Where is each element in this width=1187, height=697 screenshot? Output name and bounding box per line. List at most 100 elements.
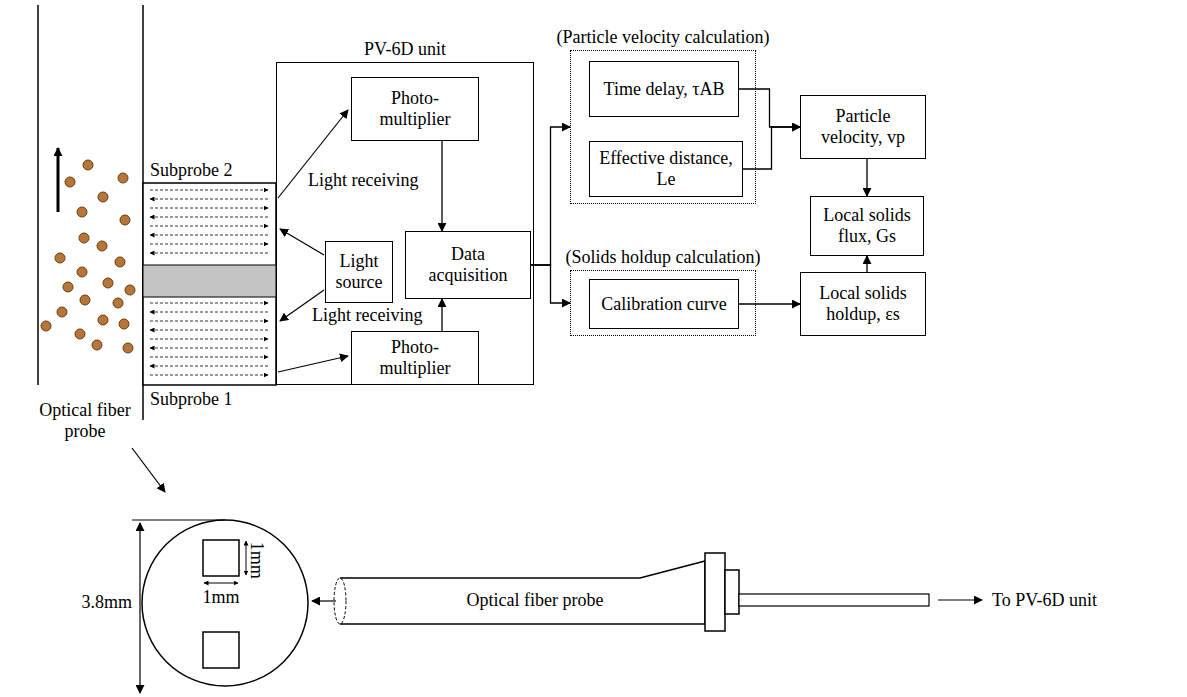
particle — [92, 340, 102, 350]
connector-arrow — [866, 256, 867, 272]
particle — [77, 207, 87, 217]
group-heading: (Solids holdup calculation) — [551, 247, 775, 268]
particle — [63, 282, 73, 292]
calculation-group: (Solids holdup calculation)Calibration c… — [570, 270, 756, 336]
light-beam — [150, 366, 268, 367]
node-text: Effective distance, Le — [594, 148, 738, 189]
process-box: Effective distance, Le — [589, 141, 743, 197]
connector-arrow — [531, 265, 570, 303]
particles — [41, 160, 135, 353]
particle — [77, 267, 87, 277]
dimension-line — [246, 541, 247, 575]
connector-arrow — [531, 127, 570, 265]
probe-cap — [725, 570, 739, 614]
particle — [80, 295, 90, 305]
light-beam — [150, 348, 268, 349]
particle — [75, 329, 85, 339]
group-heading: PV-6D unit — [257, 39, 553, 60]
probe-tip — [143, 183, 276, 385]
probe-body — [340, 561, 705, 624]
particle — [57, 307, 67, 317]
light-beam — [150, 321, 268, 322]
light-beam — [150, 312, 268, 313]
light-beams — [150, 190, 268, 375]
process-box: Photo- multiplier — [351, 77, 479, 141]
particle — [120, 215, 130, 225]
light-beam — [150, 303, 268, 304]
part-label: Subprobe 2 — [150, 160, 233, 181]
particle — [119, 319, 129, 329]
dimension-label: 3.8mm — [52, 592, 132, 613]
node-text: Data acquisition — [410, 244, 526, 285]
connector-arrow — [739, 303, 800, 304]
riser-wall — [37, 5, 39, 385]
connector-arrow — [441, 141, 442, 231]
light-beam — [150, 226, 268, 227]
connector-arrow — [866, 159, 867, 196]
light-beam — [150, 235, 268, 236]
dimension-label: 1mm — [247, 541, 268, 579]
node-text: Local solids holdup, εs — [805, 283, 921, 324]
fiber-bundle — [203, 632, 239, 668]
light-beam — [150, 253, 268, 254]
group-heading: (Particle velocity calculation) — [551, 27, 775, 48]
connector-arrow — [441, 299, 442, 331]
dimension-line — [204, 583, 238, 584]
node-text: Photo- multiplier — [356, 337, 474, 378]
light-beam — [150, 208, 268, 209]
node-text: Particle velocity, vp — [805, 106, 921, 147]
leader-arrow — [132, 448, 165, 492]
dimension-label: 1mm — [202, 587, 240, 608]
particle — [41, 321, 51, 331]
flow-arrow — [938, 599, 982, 600]
flow-arrow — [57, 148, 60, 212]
particle — [123, 343, 133, 353]
process-box: Local solids holdup, εs — [800, 272, 926, 336]
process-box: Calibration curve — [589, 279, 739, 329]
fiber-cable — [739, 594, 929, 606]
particle — [55, 253, 65, 263]
fiber-bundle — [203, 540, 239, 576]
signal-label: Light receiving — [312, 305, 422, 326]
connector-arrow — [739, 89, 800, 127]
node-text: Light source — [330, 251, 388, 292]
light-beam — [150, 190, 268, 191]
probe-end — [334, 578, 346, 624]
light-beam — [150, 357, 268, 358]
light-path — [280, 229, 324, 255]
particle — [65, 177, 75, 187]
process-box: Local solids flux, Gs — [810, 196, 924, 256]
particle — [98, 192, 108, 202]
process-box: Light source — [325, 241, 393, 303]
light-beam — [150, 199, 268, 200]
particle — [118, 173, 128, 183]
particle — [97, 241, 107, 251]
light-beam — [150, 244, 268, 245]
particle — [125, 285, 135, 295]
particle — [83, 160, 93, 170]
part-label: Subprobe 1 — [150, 389, 233, 410]
process-box: Photo- multiplier — [351, 331, 479, 385]
particle — [98, 315, 108, 325]
part-label: Optical fiber probe — [30, 400, 140, 441]
light-beam — [150, 217, 268, 218]
dimension-line — [139, 523, 140, 693]
light-beam — [150, 330, 268, 331]
node-text: Time delay, τAB — [604, 79, 725, 100]
light-beam — [150, 339, 268, 340]
signal-label: Light receiving — [308, 170, 418, 191]
light-beam — [150, 375, 268, 376]
node-text: Photo- multiplier — [356, 88, 474, 129]
part-label: To PV-6D unit — [992, 590, 1097, 611]
process-box: Data acquisition — [405, 231, 531, 299]
part-label: Optical fiber probe — [440, 590, 630, 611]
particle — [79, 233, 89, 243]
probe-cap — [705, 553, 725, 631]
calculation-group: (Particle velocity calculation)Time dela… — [570, 50, 756, 204]
unit-box: PV-6D unitPhoto- multiplierLight sourceD… — [276, 62, 534, 385]
leader-arrow — [312, 600, 336, 601]
process-box: Time delay, τAB — [589, 61, 739, 117]
process-box: Particle velocity, vp — [800, 95, 926, 159]
particle — [113, 298, 123, 308]
